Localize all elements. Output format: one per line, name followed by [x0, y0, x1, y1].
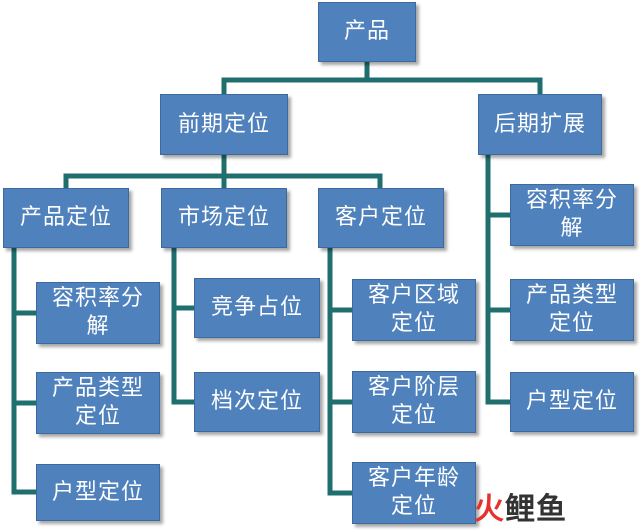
node-lt-product-type: 产品类型定位: [510, 279, 634, 341]
node-market-positioning-label: 市场定位: [177, 205, 270, 230]
node-lt-far-breakdown: 容积率分解: [510, 184, 634, 246]
node-pp-type-line2: 定位: [74, 404, 121, 429]
node-early-positioning-label: 前期定位: [177, 111, 270, 137]
node-cp-region-line2: 定位: [390, 311, 437, 336]
watermark-fish-text: 鲤鱼: [505, 492, 567, 527]
node-early-positioning: 前期定位: [160, 94, 288, 155]
node-cp-class-line2: 定位: [390, 403, 437, 428]
node-cp-age-line1: 客户年龄: [367, 466, 460, 491]
node-product-label: 产品: [343, 19, 390, 44]
node-mp-competition: 竞争占位: [194, 278, 320, 338]
node-pp-product-type: 产品类型定位: [36, 372, 160, 434]
node-pp-far-breakdown: 容积率分解: [36, 282, 160, 344]
watermark-fire-glyph: 火: [474, 492, 505, 527]
node-lt-unit-label: 户型定位: [525, 389, 618, 414]
node-customer-positioning: 客户定位: [318, 188, 444, 248]
node-later-expansion-label: 后期扩展: [493, 111, 586, 137]
node-pp-unit-label: 户型定位: [51, 479, 144, 505]
node-customer-positioning-label: 客户定位: [334, 205, 427, 230]
node-later-expansion: 后期扩展: [478, 94, 602, 155]
node-cp-class-line1: 客户阶层: [367, 375, 460, 400]
node-pp-unit-type: 户型定位: [36, 464, 160, 521]
node-mp-grade-label: 档次定位: [210, 389, 303, 414]
node-cp-age: 客户年龄定位: [352, 462, 476, 524]
node-cp-region: 客户区域定位: [352, 279, 476, 341]
node-product-positioning: 产品定位: [3, 188, 129, 248]
node-lt-far-line1: 容积率分: [525, 188, 618, 213]
node-product-positioning-label: 产品定位: [19, 205, 112, 230]
watermark-logo: 火 鲤鱼: [474, 484, 634, 528]
node-cp-age-line2: 定位: [390, 494, 437, 519]
node-pp-far-line2: 解: [86, 314, 110, 339]
node-pp-type-line1: 产品类型: [51, 376, 144, 401]
node-product: 产品: [318, 2, 416, 62]
node-lt-unit-type: 户型定位: [510, 372, 634, 432]
node-mp-competition-label: 竞争占位: [210, 295, 303, 320]
node-market-positioning: 市场定位: [161, 188, 287, 248]
node-lt-type-line2: 定位: [548, 311, 595, 336]
node-lt-far-line2: 解: [560, 216, 584, 241]
node-lt-type-line1: 产品类型: [525, 283, 618, 308]
node-cp-region-line1: 客户区域: [367, 283, 460, 308]
node-pp-far-line1: 容积率分: [51, 286, 144, 311]
node-mp-grade: 档次定位: [194, 372, 320, 432]
node-cp-class: 客户阶层定位: [352, 371, 476, 433]
